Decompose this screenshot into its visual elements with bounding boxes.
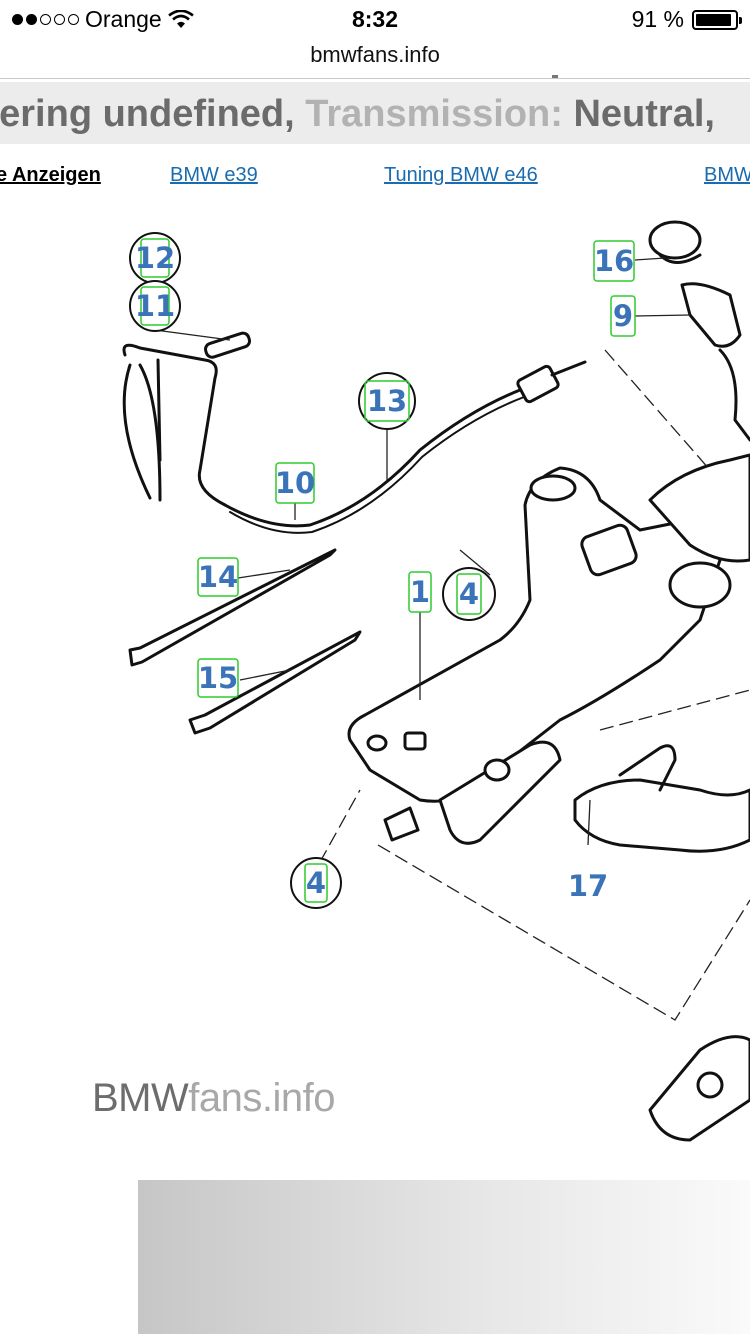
battery-indicator: 91 % [631,6,742,33]
callout-17: 17 [568,869,608,903]
callout-number: 17 [568,869,608,903]
callout-14: 14 [197,557,239,597]
callout-number: 11 [135,289,175,323]
transmission-value: Neutral, [573,93,715,135]
status-bar: Orange 8:32 91 % [0,0,750,40]
page-load-progress [0,75,750,79]
callout-11: 11 [129,280,181,332]
callout-1: 1 [408,571,432,613]
callout-15: 15 [197,658,239,698]
callout-number: 15 [198,661,238,695]
wifi-icon [167,9,194,28]
steering-text: eering undefined, [0,93,295,135]
callout-12: 12 [129,232,181,284]
callout-9: 9 [610,295,636,337]
link-bmw[interactable]: BMW [704,164,750,186]
url-domain: bmwfans.info [310,42,440,67]
callout-number: 16 [594,244,634,278]
callout-16: 16 [593,240,635,282]
signal-strength-icon [12,14,79,25]
callout-10: 10 [275,462,315,504]
address-bar[interactable]: bmwfans.info [0,40,750,76]
callout-number: 4 [459,577,479,611]
carrier-name: Orange [85,6,162,32]
callout-number: 13 [367,384,407,418]
callout-13: 13 [358,372,416,430]
part-drawings [122,220,750,1142]
callout-number: 1 [410,575,430,609]
leader-lines [154,257,750,1021]
callout-number: 12 [135,241,175,275]
callout-number: 10 [275,466,315,500]
clock: 8:32 [351,6,399,32]
nav-links: e Anzeigen BMW e39 Tuning BMW e46 BMW [0,160,750,196]
carrier-indicator: Orange [12,6,194,33]
bmwfans-watermark: BMWfans.info [92,1076,335,1120]
callout-4: 4 [442,567,496,621]
callout-number: 4 [306,866,326,900]
link-bmw-e39[interactable]: BMW e39 [170,164,258,186]
link-anzeigen[interactable]: e Anzeigen [0,164,101,186]
vehicle-info-bar: eering undefined, Transmission: Neutral, [0,82,750,144]
link-tuning-bmw-e46[interactable]: Tuning BMW e46 [384,164,538,186]
ad-banner[interactable] [138,1180,750,1334]
callout-number: 14 [198,560,238,594]
battery-icon [692,9,742,30]
battery-percent: 91 % [631,6,684,32]
transmission-label: Transmission: [305,93,563,135]
callout-number: 9 [613,299,633,333]
callout-4: 4 [290,857,342,909]
